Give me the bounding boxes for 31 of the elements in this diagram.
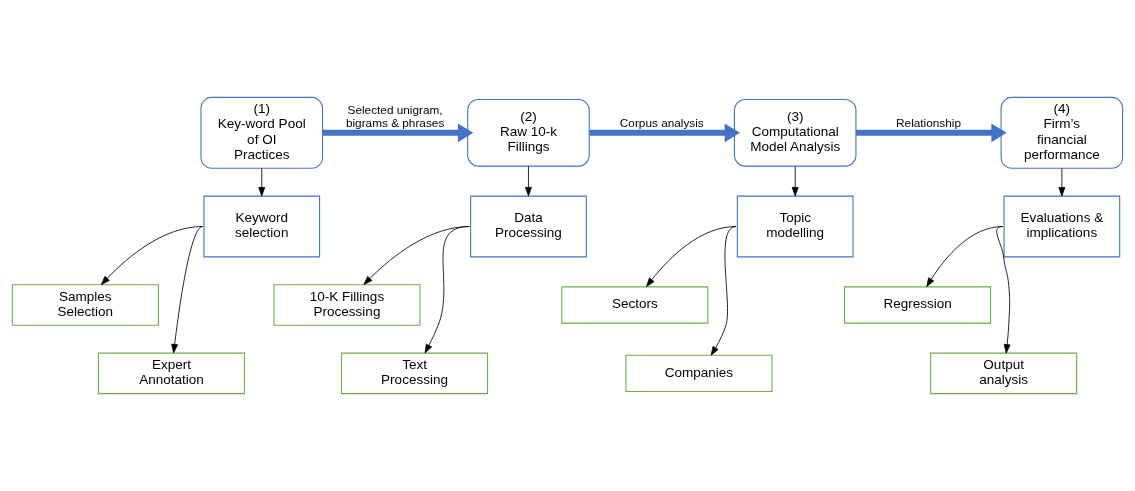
arrow [258, 168, 266, 197]
arrow [100, 226, 204, 285]
node-box: 10-K Fillings Processing [273, 284, 421, 326]
node-box: (3) Computational Model Analysis [733, 98, 857, 167]
node-box: Sectors [561, 286, 709, 324]
arrow [856, 123, 1007, 143]
node-box: (1) Key-word Pool of OI Practices [200, 96, 324, 169]
node-box: Output analysis [930, 352, 1078, 395]
arrow [1058, 168, 1066, 197]
node-box: Companies [625, 354, 773, 393]
node-box: Data Processing [470, 195, 587, 258]
edge-label: Relationship [896, 116, 961, 131]
arrow [589, 123, 740, 143]
arrow [791, 165, 799, 197]
node-box: (4) Firm’s financial performance [1000, 96, 1124, 169]
arrow [710, 226, 737, 356]
node-box: Samples Selection [11, 284, 159, 326]
arrow [171, 226, 204, 354]
edge-label: Corpus analysis [619, 116, 704, 131]
node-box: (2) Raw 10-k Fillings [467, 98, 590, 167]
arrow [996, 226, 1011, 354]
edge-label: Selected unigram, bigrams & phrases [345, 103, 445, 131]
arrow [424, 226, 470, 354]
node-box: Topic modelling [736, 195, 854, 258]
arrow [322, 123, 474, 143]
node-box: Text Processing [340, 352, 489, 395]
node-box: Keyword selection [203, 195, 321, 258]
node-box: Regression [844, 286, 992, 324]
node-box: Evaluations & implications [1003, 195, 1121, 258]
node-box: Expert Annotation [97, 352, 245, 395]
arrow [525, 165, 532, 197]
